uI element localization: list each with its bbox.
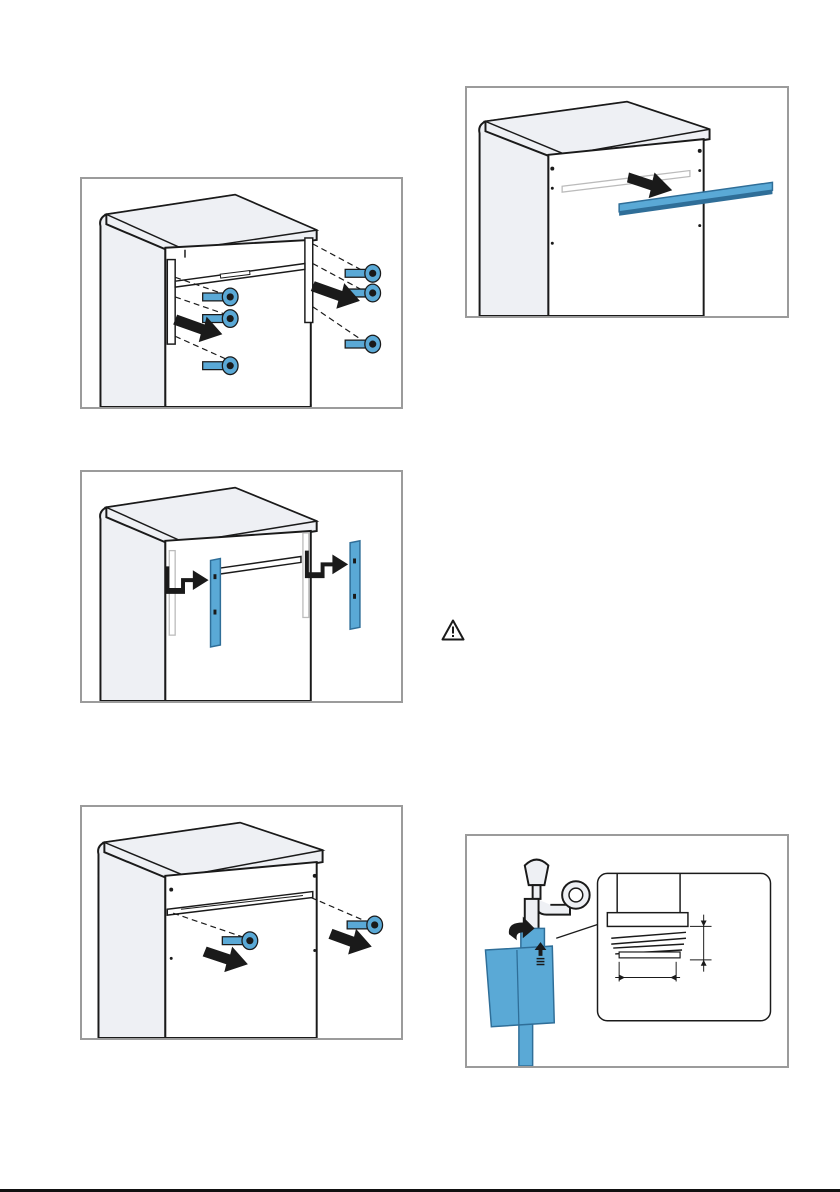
attach-side-rails-illustration <box>82 472 401 701</box>
figure-water-tap-connection <box>465 834 789 1068</box>
figure-remove-screws <box>80 177 403 409</box>
warning-triangle-icon <box>441 619 465 641</box>
remove-rear-bar-screws-illustration <box>82 807 401 1038</box>
figure-attach-side-rails <box>80 470 403 703</box>
figure-remove-rear-bar-screws <box>80 805 403 1040</box>
remove-screws-and-rails-illustration <box>82 179 401 407</box>
remove-rear-bar-illustration <box>467 88 787 316</box>
water-tap-aquastop-connection-illustration <box>467 836 787 1066</box>
figure-remove-rear-bar <box>465 86 789 318</box>
